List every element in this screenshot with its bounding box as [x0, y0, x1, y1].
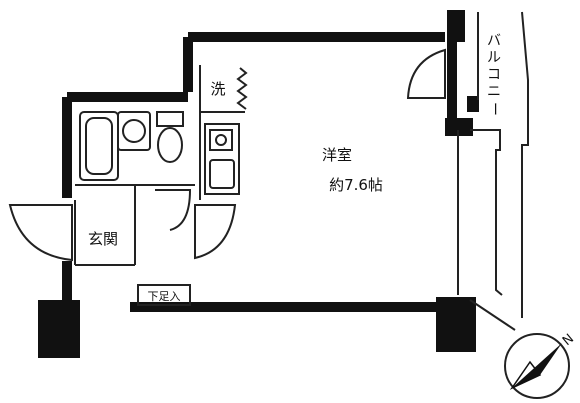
column-bottom-left: [38, 300, 80, 358]
balcony-label: バ ル コ ニ ー: [486, 33, 502, 116]
stove-icon: [204, 123, 240, 195]
balcony-outer-line: [521, 11, 529, 318]
balcony-char-2: ル: [487, 50, 501, 66]
laundry-label: 洗: [210, 80, 225, 98]
washbasin-bowl: [122, 119, 146, 143]
washbasin-outer: [117, 111, 151, 151]
compass-ring: [504, 333, 570, 399]
washbasin-icon: [117, 111, 151, 151]
balcony-bottom-diag: [469, 299, 516, 331]
balcony-char-3: コ: [487, 67, 501, 83]
entrance-door-right: [194, 204, 237, 260]
bathtub-icon: [79, 111, 119, 181]
walls: [62, 32, 457, 312]
compass-needle: [512, 343, 562, 388]
doors: [8, 48, 446, 262]
column-bottom-right: [436, 297, 476, 352]
toilet-icon: [156, 111, 184, 163]
entrance-door-left: [8, 204, 73, 262]
entrance-label: 玄関: [88, 230, 118, 248]
laundry-enclosure: [199, 65, 245, 113]
western-room-name: 洋室: [322, 146, 352, 164]
balcony-post: [467, 96, 479, 112]
toilet-bowl: [157, 127, 183, 163]
balcony-char-5: ー: [486, 102, 502, 116]
stove-burner: [215, 134, 227, 146]
compass-needle-outline: [509, 360, 542, 390]
balcony-door: [406, 48, 446, 99]
stove-burner-box: [209, 129, 233, 151]
kitchen-sink: [209, 159, 235, 189]
shoe-box: [137, 284, 191, 306]
shoe-storage-label: 下足入: [148, 290, 181, 303]
columns: [38, 10, 479, 358]
western-room-size: 約7.6帖: [329, 176, 383, 194]
balcony-rail-inner: [470, 129, 503, 296]
column-top-right: [447, 10, 465, 42]
laundry-curtain: [236, 67, 248, 110]
toilet-tank: [156, 111, 184, 127]
kitchen-counter: [204, 123, 240, 195]
bath-door: [155, 189, 192, 231]
interior-lines: [74, 11, 529, 331]
compass-icon: N: [504, 331, 577, 399]
balcony-char-1: バ: [487, 33, 501, 49]
column-balcony-door: [445, 118, 473, 136]
bathtub-inner: [85, 117, 113, 175]
balcony-char-4: ニ: [487, 84, 501, 100]
